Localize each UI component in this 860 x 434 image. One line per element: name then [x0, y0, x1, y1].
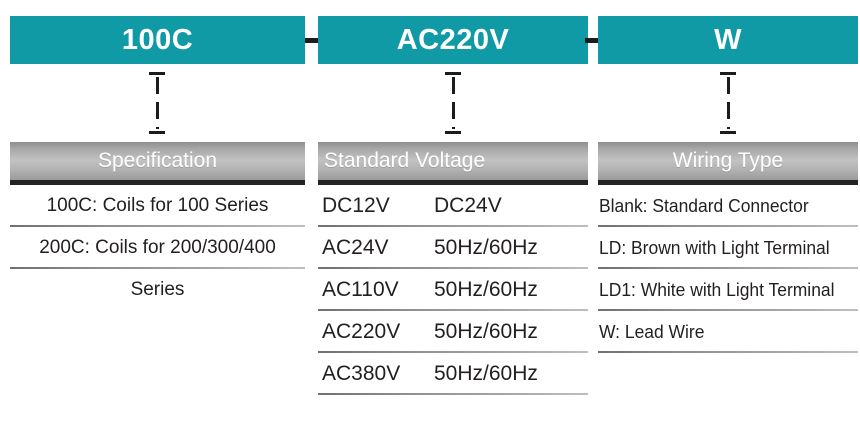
row-label: 100C: Coils for 100 Series	[46, 195, 269, 216]
code-segment-specification[interactable]: 100C	[10, 16, 305, 64]
column-header-wiring-type: Wiring Type	[598, 142, 858, 180]
row-detail: 50Hz/60Hz	[434, 362, 538, 385]
column-wiring-type: Wiring Type Blank: Standard Connector LD…	[598, 142, 858, 353]
list-item: Series	[10, 269, 305, 311]
row-code: AC220V	[322, 320, 401, 343]
list-item: LD1: White with Light Terminal	[598, 269, 858, 311]
column-rows-wiring-type: Blank: Standard Connector LD: Brown with…	[598, 185, 858, 353]
code-separator-2	[585, 38, 599, 43]
column-specification: Specification 100C: Coils for 100 Series…	[10, 142, 305, 311]
code-separator-1	[305, 38, 319, 43]
connector-line-specification	[146, 72, 168, 134]
connector-line-wiring	[717, 72, 739, 134]
row-label: LD: Brown with Light Terminal	[599, 237, 830, 258]
row-code: DC12V	[322, 194, 390, 217]
code-segment-voltage[interactable]: AC220V	[318, 16, 588, 64]
list-item: AC220V 50Hz/60Hz	[318, 311, 588, 353]
row-label: Blank: Standard Connector	[599, 195, 809, 216]
row-detail: 50Hz/60Hz	[434, 278, 538, 301]
column-header-specification: Specification	[10, 142, 305, 180]
list-item: LD: Brown with Light Terminal	[598, 227, 858, 269]
list-item: DC12V DC24V	[318, 185, 588, 227]
header-underline	[598, 180, 858, 185]
connector-cap-bottom-icon	[149, 131, 165, 134]
row-detail: DC24V	[434, 194, 502, 217]
list-item: W: Lead Wire	[598, 311, 858, 353]
row-label: LD1: White with Light Terminal	[599, 279, 835, 300]
row-detail: 50Hz/60Hz	[434, 320, 538, 343]
row-code: AC110V	[322, 278, 399, 301]
list-item: AC24V 50Hz/60Hz	[318, 227, 588, 269]
row-detail: 50Hz/60Hz	[434, 236, 538, 259]
row-label: W: Lead Wire	[599, 321, 705, 342]
connector-cap-top-icon	[149, 72, 165, 75]
connector-cap-top-icon	[445, 72, 461, 75]
connector-dashed-stem-icon	[727, 77, 730, 129]
header-underline	[318, 180, 588, 185]
list-item: Blank: Standard Connector	[598, 185, 858, 227]
row-label: 200C: Coils for 200/300/400	[39, 237, 276, 258]
code-segment-wiring[interactable]: W	[598, 16, 858, 64]
row-label: Series	[130, 279, 185, 300]
column-rows-standard-voltage: DC12V DC24V AC24V 50Hz/60Hz AC110V 50Hz/…	[318, 185, 588, 395]
connector-dashed-stem-icon	[452, 77, 455, 129]
list-item: AC110V 50Hz/60Hz	[318, 269, 588, 311]
row-code: AC380V	[322, 362, 401, 385]
row-code: AC24V	[322, 236, 389, 259]
product-code-row: 100C AC220V W	[0, 16, 860, 64]
connector-cap-bottom-icon	[445, 131, 461, 134]
list-item: 200C: Coils for 200/300/400	[10, 227, 305, 269]
column-standard-voltage: Standard Voltage DC12V DC24V AC24V 50Hz/…	[318, 142, 588, 395]
header-underline	[10, 180, 305, 185]
connector-cap-bottom-icon	[720, 131, 736, 134]
connector-line-voltage	[442, 72, 464, 134]
column-header-standard-voltage: Standard Voltage	[318, 142, 588, 180]
column-rows-specification: 100C: Coils for 100 Series 200C: Coils f…	[10, 185, 305, 311]
list-item: AC380V 50Hz/60Hz	[318, 353, 588, 395]
connector-dashed-stem-icon	[156, 77, 159, 129]
connector-cap-top-icon	[720, 72, 736, 75]
list-item: 100C: Coils for 100 Series	[10, 185, 305, 227]
